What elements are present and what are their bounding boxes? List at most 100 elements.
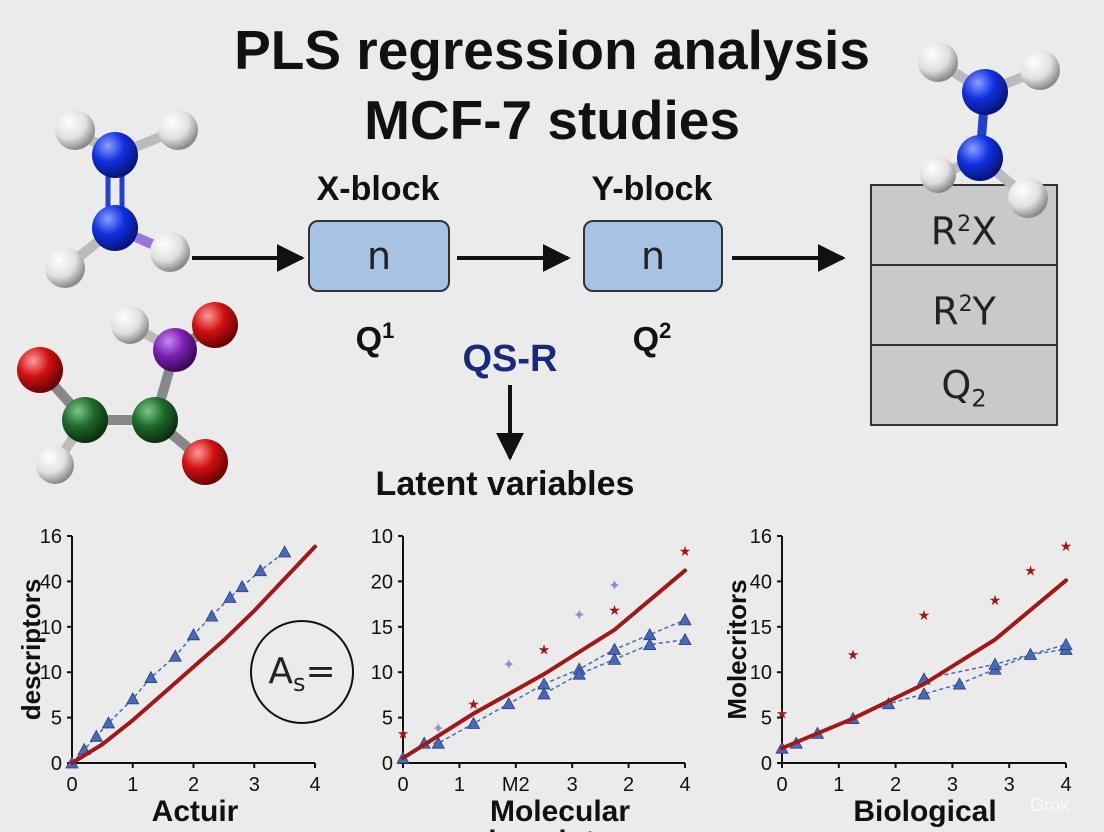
qsr-label: QS-R [462,338,558,380]
data-point-triangle [1059,637,1073,650]
data-point-triangle [988,657,1002,670]
x-axis-label: Actuir [152,795,239,828]
data-point-triangle [168,649,182,662]
x-tick-label: 3 [947,774,958,796]
molecule-top-left [45,110,198,288]
data-point-star: ★ [538,642,551,658]
x-axis-label: descriptors [478,825,641,832]
diagram-graphics [17,110,846,485]
y-tick-label: 15 [750,617,772,639]
watermark: Grok [1030,795,1070,815]
x-tick-label: 4 [679,774,690,796]
x-axis-label: Molecular [490,795,630,828]
data-point-triangle [89,729,103,742]
y-tick-label: 10 [750,662,772,684]
x-tick-label: 1 [833,774,844,796]
y-tick-label: 0 [51,753,62,775]
equation-oval: As= [250,620,354,724]
chart-2: 0 5 10 15 20 10 0 1 M2 3 2 4Moleculardescriptors ✦ ✦ ✦… [371,526,692,832]
x-tick-label: 4 [309,774,320,796]
y-block-box: n [583,220,723,292]
x-tick-label: 1 [454,774,465,796]
x-tick-label: 1 [127,774,138,796]
metrics-table: R2X R2Y Q2 [870,184,1058,426]
molecule-top-right [918,42,1060,218]
y-tick-label: 10 [40,662,62,684]
y-axis-label: descriptors [16,579,46,721]
data-point-star: ★ [918,607,931,623]
fit-line [401,568,687,761]
x-tick-label: 0 [776,774,787,796]
y-tick-label: 20 [371,571,393,593]
data-point-triangle [502,696,516,710]
y-tick-label: 10 [371,662,393,684]
metric-r2x: R2X [870,184,1058,266]
x-tick-label: M2 [502,774,530,796]
data-point-triangle [144,670,158,683]
x-tick-label: 2 [623,774,634,796]
y-block-label: Y-block [591,170,713,208]
data-point-triangle [917,687,931,700]
data-point-triangle [466,716,481,729]
data-point-triangle [253,563,267,577]
y-tick-label: 10 [40,617,62,639]
y-tick-label: 5 [761,708,772,730]
series-dashed-line [402,619,686,759]
y-tick-label: 16 [750,526,772,548]
data-point-triangle [186,627,201,641]
q2-label: Q2 [632,318,672,359]
title-line-1: PLS regression analysis [234,19,870,81]
data-point-star: ★ [776,706,789,722]
fit-line [70,544,317,765]
y-tick-label: 10 [371,526,393,548]
x-axis-label: Biological [853,795,996,828]
data-point-triangle [235,579,249,593]
data-point-triangle [431,736,445,749]
data-point-cross: ✦ [573,607,586,624]
x-tick-label: 2 [188,774,199,796]
y-tick-label: 40 [40,571,62,593]
metric-r2y: R2Y [870,266,1058,346]
data-point-triangle [205,609,219,622]
data-point-cross: ✦ [502,656,515,673]
x-tick-label: 2 [890,774,901,796]
y-tick-label: 15 [371,617,393,639]
x-block-box: n [308,220,450,292]
data-point-star: ★ [1024,563,1037,579]
metric-q2: Q2 [870,346,1058,426]
data-point-triangle [643,637,657,650]
x-block-label: X-block [316,170,440,208]
data-point-cross: ✦ [608,577,621,594]
data-point-star: ★ [397,725,410,741]
y-tick-label: 16 [40,526,62,548]
molecule-left-middle [17,302,238,485]
x-tick-label: 0 [66,774,77,796]
data-point-triangle [607,652,622,665]
fit-line [780,578,1068,751]
data-point-triangle [952,677,967,690]
y-tick-label: 0 [382,753,393,775]
y-tick-label: 5 [51,708,62,730]
data-point-triangle [572,667,586,680]
data-point-triangle [101,716,116,729]
data-point-triangle [277,545,292,558]
data-point-triangle [678,632,692,646]
data-point-triangle [126,692,140,705]
title-line-2: MCF-7 studies [364,89,740,151]
x-tick-label: 3 [567,774,578,796]
x-tick-label: 3 [1004,774,1015,796]
y-tick-label: 5 [382,708,393,730]
data-point-star: ★ [847,646,860,662]
q1-label: Q1 [355,318,395,359]
data-point-star: ★ [989,592,1002,608]
data-point-triangle [223,590,237,603]
x-tick-label: 0 [397,774,408,796]
y-tick-label: 0 [761,753,772,775]
data-point-star: ★ [608,602,621,618]
y-tick-label: 40 [750,571,772,593]
data-point-triangle [537,687,551,700]
x-tick-label: 4 [1060,774,1071,796]
x-tick-label: 3 [249,774,260,796]
